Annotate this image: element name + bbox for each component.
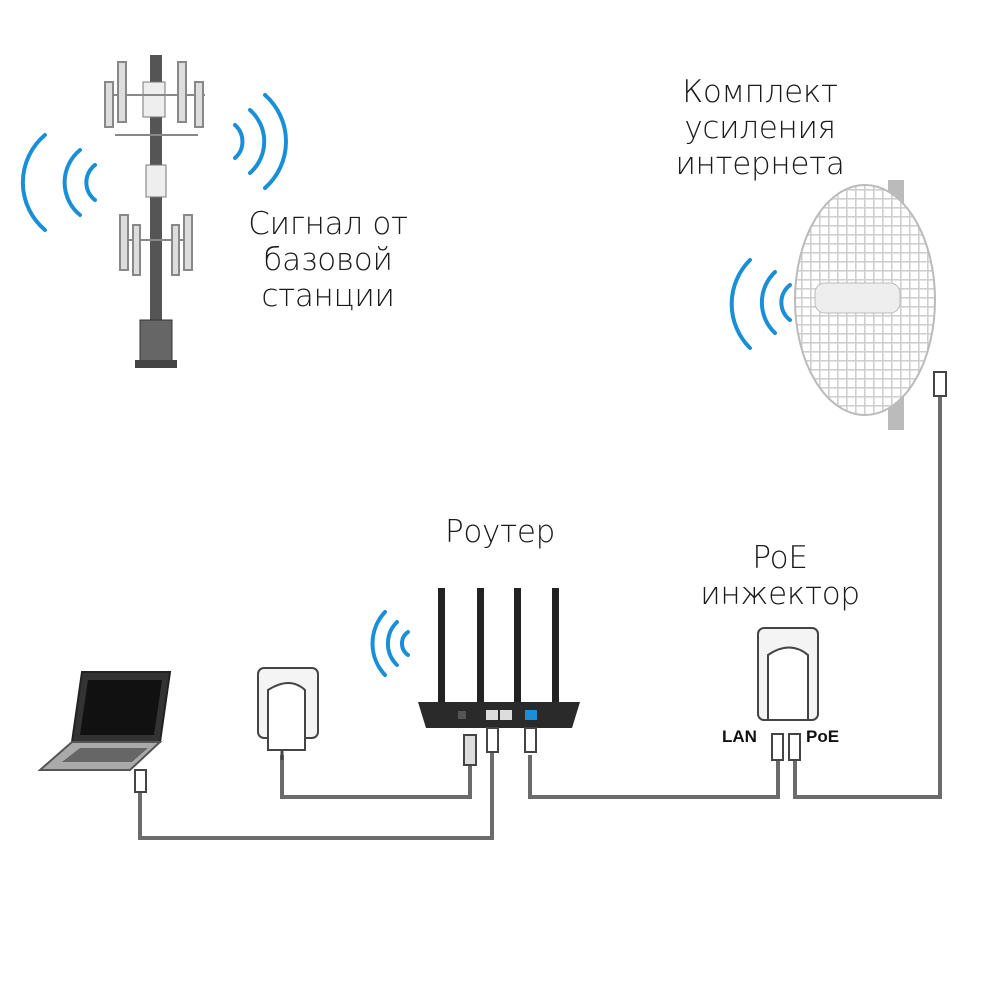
signal-waves [20, 93, 792, 677]
dish-antenna [794, 180, 947, 430]
poe-injector [757, 627, 819, 761]
cable-laptop-router [138, 750, 494, 840]
tower-right-signal-icon [233, 93, 288, 190]
dish-signal-icon [729, 258, 792, 350]
tower-label: Сигнал от базовой станции [228, 206, 428, 314]
tower-left-signal-icon [20, 133, 97, 232]
kit-label: Комплект усиления интернета [660, 74, 860, 182]
injector-label-line: инжектор [700, 576, 860, 612]
cable-injector-dish [793, 395, 942, 799]
kit-label-line: Комплект [682, 74, 838, 110]
cell-tower [104, 55, 205, 368]
kit-label-line: интернета [675, 146, 845, 182]
cable-router-injector [528, 755, 780, 799]
router-label: Роутер [445, 514, 555, 550]
power-adapter [257, 667, 319, 760]
cable-adapter-router [280, 755, 472, 799]
tower-label-line: станции [261, 278, 395, 314]
injector-label-line: PoE [752, 540, 808, 576]
injector-label: PoE инжектор [680, 540, 880, 612]
poe-port-label: PoE [806, 727, 840, 746]
lan-port-label: LAN [722, 727, 757, 746]
router [418, 588, 580, 766]
kit-label-line: усиления [684, 110, 836, 146]
router-wifi-icon [370, 610, 410, 677]
cables [138, 395, 942, 840]
laptop [37, 671, 172, 793]
tower-label-line: Сигнал от [248, 206, 408, 242]
tower-label-line: базовой [263, 242, 393, 278]
